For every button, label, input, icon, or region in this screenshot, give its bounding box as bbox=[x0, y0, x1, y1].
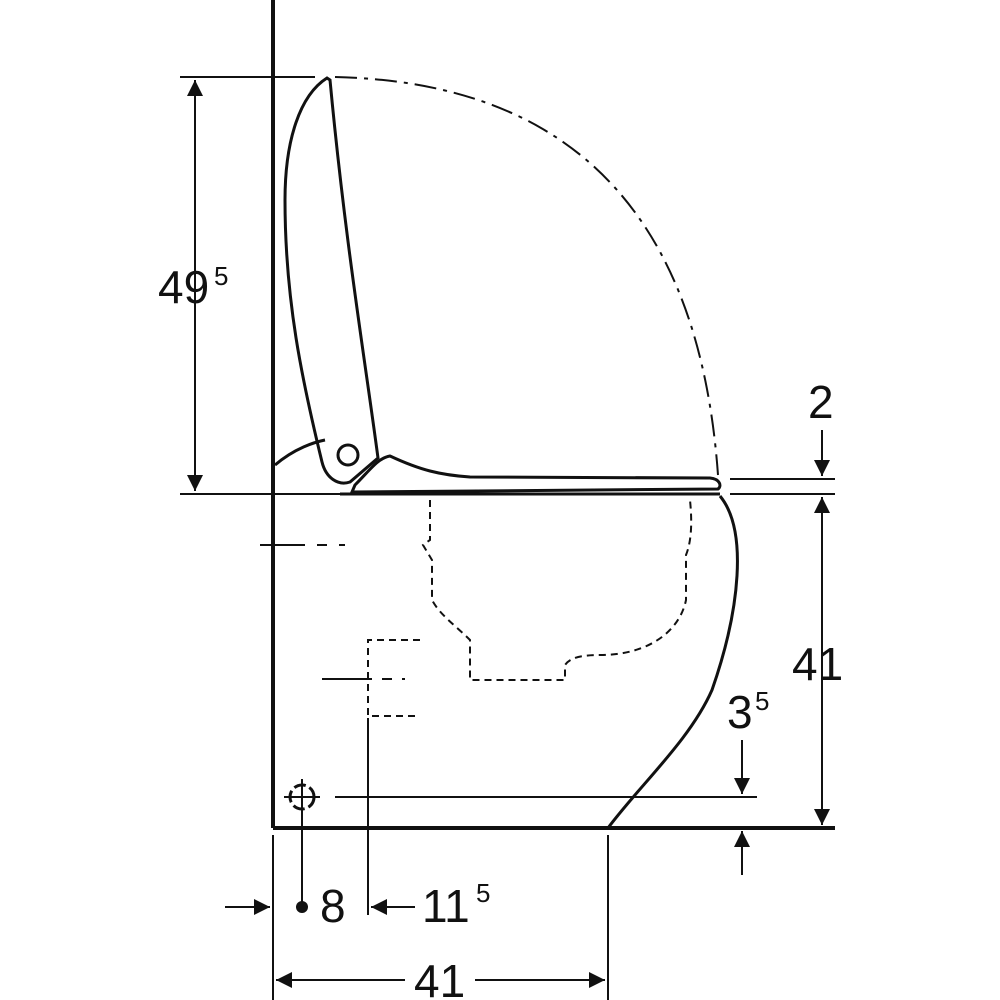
raised-lid bbox=[283, 76, 380, 485]
dim-fixing-height-sup: 5 bbox=[755, 686, 769, 716]
dim-fixing-height-value: 3 bbox=[727, 686, 753, 738]
dim-lid-height-value: 49 bbox=[158, 261, 209, 313]
dim-outlet-offset-value: 11 bbox=[422, 880, 470, 932]
fixing-point-icon bbox=[284, 779, 320, 815]
dim-lid-height-sup: 5 bbox=[214, 261, 228, 291]
dim-fixing-offset-value: 8 bbox=[320, 880, 346, 932]
hinge-icon bbox=[336, 443, 360, 467]
wall-bracket bbox=[274, 438, 326, 467]
dim-outlet-offset-sup: 5 bbox=[476, 878, 490, 908]
bowl-inner-hidden bbox=[421, 499, 693, 681]
dim-bowl-height-value: 41 bbox=[792, 638, 843, 690]
bowl-body bbox=[606, 495, 739, 829]
dim-fixing-offset-dot bbox=[296, 901, 308, 913]
lid-swing-arc bbox=[334, 76, 719, 476]
outlet-hidden bbox=[367, 639, 420, 717]
seat bbox=[349, 454, 722, 494]
dim-bowl-depth-value: 41 bbox=[414, 955, 465, 1000]
dim-seat-thickness-value: 2 bbox=[808, 376, 834, 428]
